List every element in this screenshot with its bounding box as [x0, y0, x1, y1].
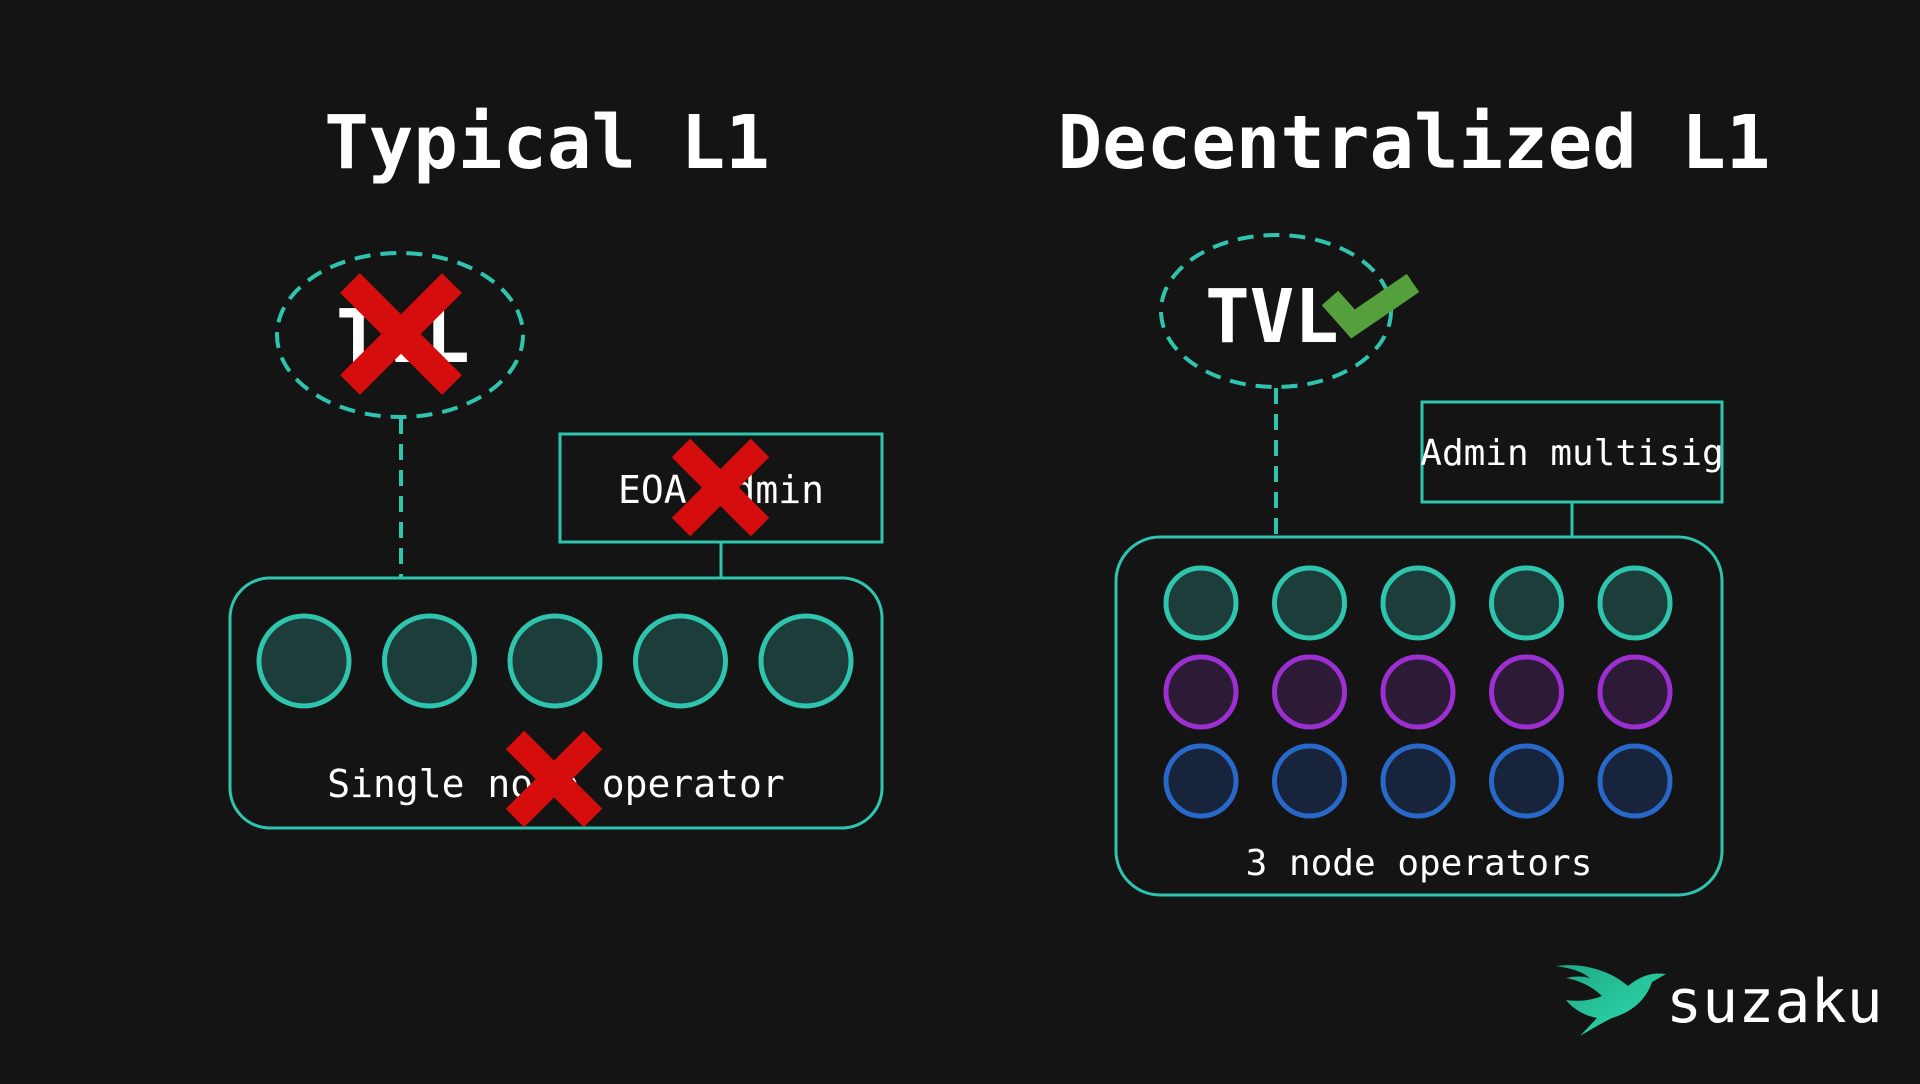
node-circle [1489, 654, 1564, 730]
eoa-admin-box [558, 432, 884, 544]
admin-multisig-label: Admin multisig [1420, 433, 1723, 474]
cross-icon [340, 273, 462, 395]
node-circle [1163, 654, 1239, 730]
node-circle [256, 613, 352, 709]
node-circle [758, 613, 854, 709]
node-circle [1597, 743, 1673, 819]
tvl-ellipse [275, 251, 525, 419]
node-circle [507, 613, 603, 709]
node-circle [1272, 565, 1347, 641]
typical-l1-title: Typical L1 [324, 100, 770, 186]
tvl-label: TVL [1205, 274, 1339, 360]
typical-l1-panel: Typical L1 TVL EOA admin Single node ope… [228, 100, 884, 830]
brand-name: suzaku [1666, 967, 1883, 1037]
single-operator-box [228, 576, 884, 830]
multi-operator-label: 3 node operators [1246, 843, 1593, 884]
check-icon [1321, 273, 1420, 339]
cross-icon [505, 730, 603, 828]
node-circle [633, 613, 728, 709]
bird-logo-icon [1556, 965, 1666, 1036]
node-circle [1489, 565, 1564, 641]
node-circle [382, 613, 477, 709]
node-circle [1597, 654, 1673, 730]
decentralized-l1-panel: Decentralized L1 TVL Admin multisig 3 no… [1058, 100, 1771, 897]
node-circle [1380, 743, 1456, 819]
node-circle [1597, 565, 1673, 641]
node-circle [1489, 743, 1564, 819]
multi-operator-box [1114, 535, 1724, 897]
node-circle [1163, 743, 1239, 819]
node-circle [1163, 565, 1239, 641]
node-grid [1163, 565, 1673, 819]
node-row [256, 613, 854, 709]
node-circle [1380, 654, 1456, 730]
node-circle [1272, 743, 1347, 819]
cross-icon [671, 438, 770, 537]
admin-multisig-box [1420, 400, 1724, 504]
node-circle [1380, 565, 1456, 641]
brand-logo: suzaku [1556, 965, 1883, 1037]
decentralized-l1-title: Decentralized L1 [1058, 100, 1771, 186]
node-circle [1272, 654, 1347, 730]
